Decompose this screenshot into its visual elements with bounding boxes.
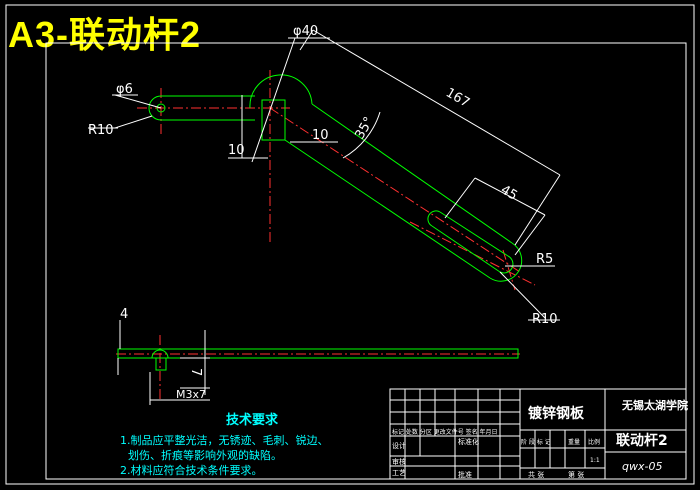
tb-review: 审核: [392, 457, 406, 466]
tb-drawing-no: qwx-05: [622, 460, 662, 473]
tb-scale: 比例: [588, 438, 600, 446]
dim-r10-left: R10: [88, 123, 114, 138]
tb-row-labels: 标记 处数 分区 更改文件号 签名 年月日: [392, 428, 498, 436]
dim-phi6: φ6: [116, 82, 133, 97]
dim-r10-right: R10: [532, 312, 558, 327]
tb-material: 镀锌钢板: [528, 405, 585, 422]
dim-phi40: φ40: [293, 24, 318, 39]
notes-line1: 1.制品应平整光洁，无锈迹、毛刺、锐边、: [120, 433, 329, 447]
dim-4: 4: [120, 307, 128, 322]
tb-standard: 标准化: [458, 437, 479, 446]
dim-35: 35°: [352, 115, 377, 142]
technical-notes: 技术要求 1.制品应平整光洁，无锈迹、毛刺、锐边、 划伤、折痕等影响外观的缺陷。…: [120, 412, 329, 477]
tb-weight: 重量: [568, 438, 580, 446]
dim-10-left: 10: [228, 143, 245, 158]
tb-ratio: 1:1: [590, 457, 600, 464]
tb-school: 无锡太湖学院: [621, 398, 688, 412]
tb-design: 设计: [392, 441, 406, 450]
dim-10-right: 10: [312, 128, 329, 143]
title-block-texts: 镀锌钢板 无锡太湖学院 联动杆2 qwx-05 标记 处数 分区 更改文件号 签…: [392, 398, 688, 479]
tb-stage: 阶 段 标 记: [521, 438, 551, 446]
drawing-frame: [5, 4, 695, 485]
tb-sheet-a: 共 张: [528, 470, 544, 479]
dimension-texts: φ40 φ6 R10 167 35° 10 10 45 R5 R10 4 7 M…: [88, 24, 558, 401]
notes-line2: 划伤、折痕等影响外观的缺陷。: [128, 448, 282, 462]
notes-line3: 2.材料应符合技术条件要求。: [120, 463, 263, 477]
tb-sheet-b: 第 张: [568, 470, 584, 479]
part-outline: [117, 74, 523, 371]
drawing-title: A3-联动杆2: [8, 14, 202, 55]
title-block: [389, 388, 687, 480]
dim-7: 7: [188, 368, 203, 376]
dim-m3x7: M3x7: [176, 388, 206, 401]
dimension-lines: [88, 29, 561, 405]
dim-r5: R5: [536, 252, 553, 267]
drawing-border: [45, 42, 687, 480]
tb-process: 工艺: [392, 469, 406, 477]
dim-167: 167: [443, 85, 472, 110]
tb-approve: 批准: [458, 470, 472, 479]
tb-part-name: 联动杆2: [616, 432, 668, 449]
notes-heading: 技术要求: [226, 412, 279, 428]
dim-45: 45: [498, 182, 520, 203]
